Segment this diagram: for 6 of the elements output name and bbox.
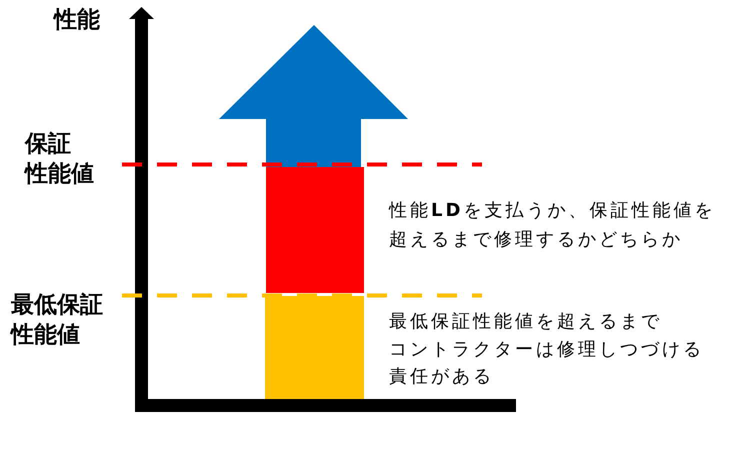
bar-segment	[265, 296, 364, 399]
level-label: 保証性能値	[25, 130, 95, 189]
axis-label: 性能	[54, 6, 100, 35]
level-label: 最低保証性能値	[11, 291, 104, 350]
description-text: 最低保証性能値を超えるまでコントラクターは修理しつづける責任がある	[389, 310, 705, 389]
bar-segment	[266, 167, 364, 293]
